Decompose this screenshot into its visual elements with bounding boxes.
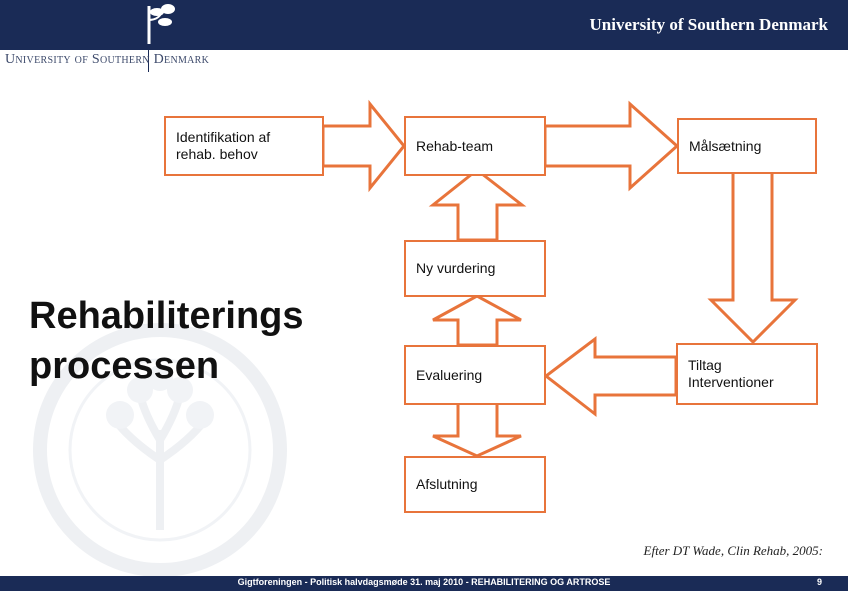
node-tiltag-label-line1: Tiltag bbox=[688, 357, 722, 373]
slide-title: Rehabiliterings processen bbox=[29, 291, 304, 391]
node-ny-vurdering-label: Ny vurdering bbox=[416, 260, 496, 276]
header-brand: University of Southern Denmark bbox=[589, 15, 828, 34]
node-ny-vurdering: Ny vurdering bbox=[404, 240, 546, 297]
sub-brand: University of Southern Denmark bbox=[5, 52, 210, 67]
footer-bar: Gigtforeningen - Politisk halvdagsmøde 3… bbox=[0, 576, 848, 591]
university-logo-icon bbox=[141, 0, 185, 50]
page-number: 9 bbox=[816, 577, 822, 587]
arrow-up-evaluering bbox=[432, 294, 522, 347]
node-maalsaetning-label: Målsætning bbox=[689, 137, 762, 154]
node-tiltag: Tiltag Interventioner bbox=[676, 343, 818, 405]
node-afslutning-label: Afslutning bbox=[416, 476, 478, 492]
seal-watermark-icon bbox=[33, 323, 287, 577]
arrow-up-ny-vurdering bbox=[428, 168, 527, 242]
slide-title-line1: Rehabiliterings bbox=[29, 295, 304, 337]
node-maalsaetning: Målsætning bbox=[677, 118, 817, 174]
node-afslutning: Afslutning bbox=[404, 456, 546, 513]
citation: Efter DT Wade, Clin Rehab, 2005: bbox=[643, 543, 823, 558]
arrow-right-rehab bbox=[543, 100, 680, 192]
arrow-left-tiltag bbox=[543, 335, 678, 418]
node-identifikation-label: Identifikation af rehab. behov bbox=[176, 129, 271, 162]
node-identifikation: Identifikation af rehab. behov bbox=[164, 116, 324, 176]
arrow-right-identifikation bbox=[321, 99, 406, 193]
node-tiltag-label-line2: Interventioner bbox=[688, 374, 774, 390]
node-evaluering: Evaluering bbox=[404, 345, 546, 405]
node-evaluering-label: Evaluering bbox=[416, 366, 483, 383]
sub-brand-divider bbox=[148, 50, 149, 72]
slide-title-line2: processen bbox=[29, 345, 220, 387]
node-rehab-team: Rehab-team bbox=[404, 116, 546, 176]
footer-text: Gigtforeningen - Politisk halvdagsmøde 3… bbox=[237, 577, 611, 587]
arrow-down-maalsaetning bbox=[707, 170, 799, 345]
node-rehab-team-label: Rehab-team bbox=[416, 137, 494, 154]
